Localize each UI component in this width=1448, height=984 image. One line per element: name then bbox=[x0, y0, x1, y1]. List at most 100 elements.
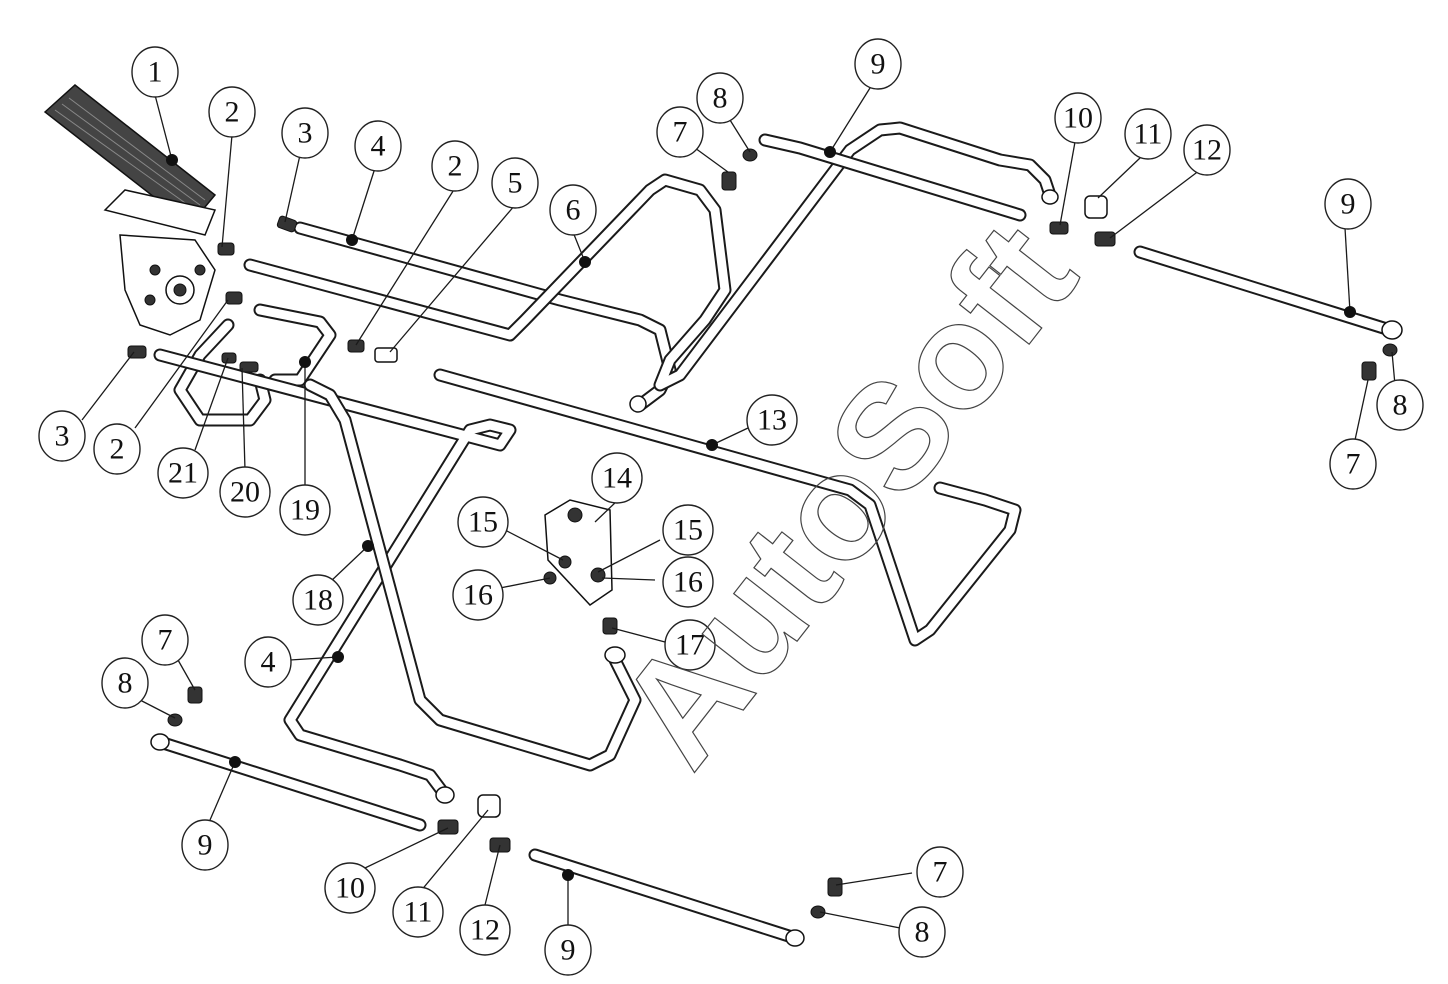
valve-fitting-14 bbox=[567, 507, 583, 523]
fitting-12-top bbox=[1094, 231, 1116, 247]
callout-2: 2 bbox=[431, 140, 479, 192]
callout-15: 15 bbox=[457, 496, 509, 548]
callout-7: 7 bbox=[656, 106, 704, 158]
callout-2: 2 bbox=[208, 86, 256, 138]
fitting-7-bottom-left bbox=[187, 686, 203, 704]
mount-bolt bbox=[194, 264, 206, 276]
callout-8: 8 bbox=[898, 906, 946, 958]
svg-text:14: 14 bbox=[602, 462, 632, 495]
svg-text:8: 8 bbox=[1393, 389, 1408, 422]
callout-12: 12 bbox=[459, 904, 511, 956]
callout-8: 8 bbox=[696, 72, 744, 124]
fitting-7-right bbox=[1361, 361, 1377, 381]
callout-4: 4 bbox=[244, 636, 292, 688]
callout-3: 3 bbox=[38, 410, 86, 462]
svg-text:12: 12 bbox=[470, 914, 500, 947]
svg-text:2: 2 bbox=[225, 96, 240, 129]
callout-1: 1 bbox=[131, 46, 179, 98]
callout-9: 9 bbox=[544, 924, 592, 976]
callout-8: 8 bbox=[1376, 379, 1424, 431]
fitting-9-bottom-right-end bbox=[785, 929, 805, 947]
svg-text:9: 9 bbox=[871, 48, 886, 81]
mount-bolt bbox=[149, 264, 161, 276]
callout-12: 12 bbox=[1183, 124, 1231, 176]
callout-10: 10 bbox=[324, 862, 376, 914]
callout-17: 17 bbox=[664, 619, 716, 671]
callout-19: 19 bbox=[279, 484, 331, 536]
svg-text:7: 7 bbox=[933, 856, 948, 889]
svg-text:10: 10 bbox=[335, 872, 365, 905]
svg-text:4: 4 bbox=[261, 646, 276, 679]
fitting-8-right bbox=[1382, 343, 1398, 357]
fitting-tube-6-end bbox=[629, 395, 647, 413]
callout-6: 6 bbox=[549, 184, 597, 236]
svg-text:20: 20 bbox=[230, 476, 260, 509]
svg-text:16: 16 bbox=[673, 566, 703, 599]
callout-14: 14 bbox=[591, 452, 643, 504]
callout-7: 7 bbox=[916, 846, 964, 898]
svg-text:1: 1 bbox=[148, 56, 163, 89]
svg-text:10: 10 bbox=[1063, 102, 1093, 135]
fitting-11-top bbox=[1084, 195, 1108, 219]
fitting-7-top bbox=[721, 171, 737, 191]
svg-text:9: 9 bbox=[1341, 188, 1356, 221]
callout-21: 21 bbox=[157, 447, 209, 499]
callout-16: 16 bbox=[452, 569, 504, 621]
leader-lines bbox=[81, 87, 1396, 929]
fitting-2-right bbox=[347, 339, 365, 353]
watermark-text: AutoSoft bbox=[585, 193, 1107, 795]
callout-11: 11 bbox=[392, 886, 444, 938]
callout-16: 16 bbox=[662, 556, 714, 608]
valve-fitting-17 bbox=[602, 617, 618, 635]
callout-13: 13 bbox=[746, 394, 798, 446]
svg-text:16: 16 bbox=[463, 579, 493, 612]
callout-9: 9 bbox=[854, 38, 902, 90]
master-cylinder-port-center bbox=[173, 283, 187, 297]
callout-9: 9 bbox=[1324, 178, 1372, 230]
svg-text:8: 8 bbox=[118, 667, 133, 700]
callout-9: 9 bbox=[181, 819, 229, 871]
fitting-9-right-end bbox=[1381, 320, 1403, 340]
fitting-2-upper bbox=[217, 242, 235, 256]
fitting-21 bbox=[221, 352, 237, 364]
fitting-2-mid bbox=[225, 291, 243, 305]
brake-pedal-assembly bbox=[43, 84, 217, 336]
fitting-7-bottom-right bbox=[827, 877, 843, 897]
svg-text:9: 9 bbox=[198, 829, 213, 862]
fitting-8-bottom-right bbox=[810, 905, 826, 919]
svg-text:2: 2 bbox=[448, 150, 463, 183]
callout-2: 2 bbox=[93, 423, 141, 475]
callout-15: 15 bbox=[662, 504, 714, 556]
svg-text:19: 19 bbox=[290, 494, 320, 527]
svg-text:6: 6 bbox=[566, 194, 581, 227]
fitting-10-top bbox=[1049, 221, 1069, 235]
fitting-11-bottom bbox=[477, 794, 501, 818]
mount-bolt bbox=[144, 294, 156, 306]
callout-7: 7 bbox=[1329, 438, 1377, 490]
svg-text:5: 5 bbox=[508, 167, 523, 200]
valve-fitting-16 bbox=[590, 567, 606, 583]
pedal-bracket bbox=[103, 189, 217, 236]
callout-18: 18 bbox=[292, 574, 344, 626]
callout-11: 11 bbox=[1124, 108, 1172, 160]
svg-text:18: 18 bbox=[303, 584, 333, 617]
svg-text:4: 4 bbox=[371, 130, 386, 163]
svg-text:8: 8 bbox=[915, 916, 930, 949]
fitting-5-tee bbox=[374, 347, 398, 363]
callout-7: 7 bbox=[141, 614, 189, 666]
callout-4: 4 bbox=[354, 120, 402, 172]
pedal-pad-texture bbox=[54, 97, 206, 211]
fitting-17-tube-end bbox=[604, 646, 626, 664]
pedal-pad bbox=[43, 84, 217, 227]
svg-text:3: 3 bbox=[55, 420, 70, 453]
brake-tubes bbox=[153, 121, 1397, 945]
fitting-tube-6-end-right bbox=[1041, 189, 1059, 205]
callout-3: 3 bbox=[281, 107, 329, 159]
svg-text:17: 17 bbox=[675, 629, 705, 662]
callout-8: 8 bbox=[101, 657, 149, 709]
valve-fitting-15 bbox=[558, 555, 572, 569]
svg-text:15: 15 bbox=[673, 514, 703, 547]
svg-text:7: 7 bbox=[673, 116, 688, 149]
